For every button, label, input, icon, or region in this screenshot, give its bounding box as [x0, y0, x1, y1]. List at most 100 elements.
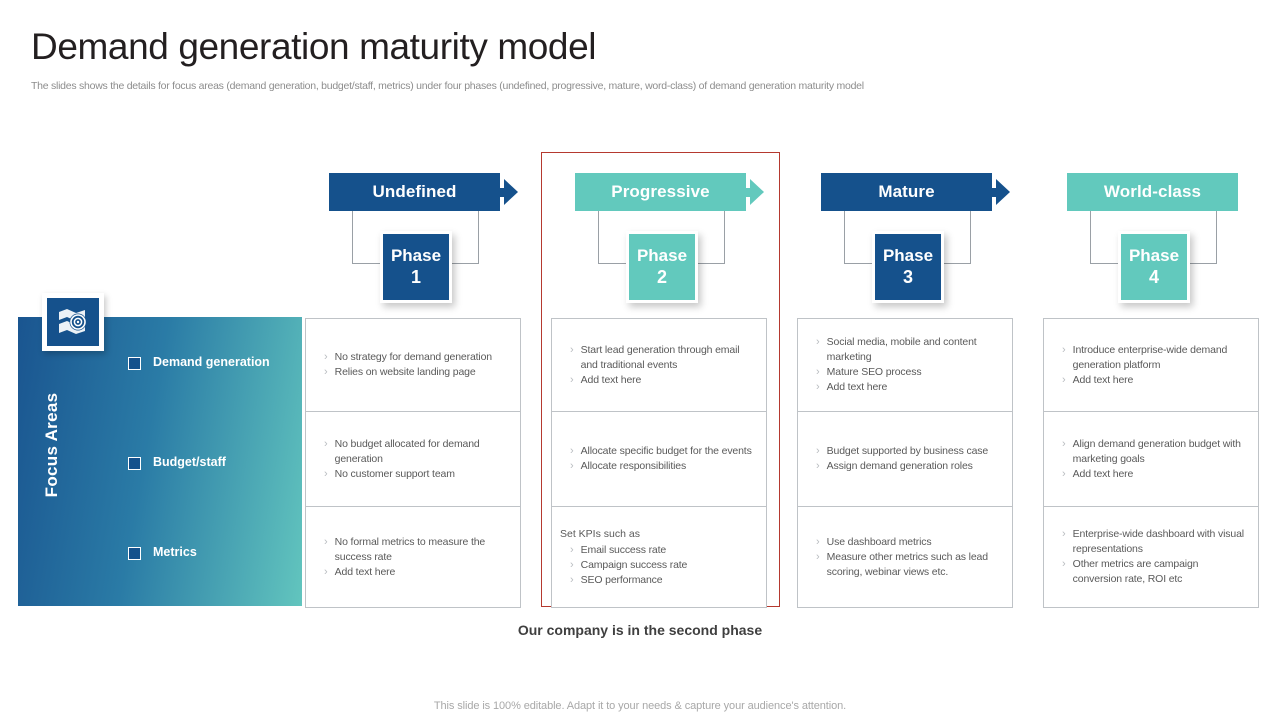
chevron-right-icon: ›: [816, 535, 820, 548]
focus-item-label: Metrics: [153, 545, 197, 559]
list-item: › Introduce enterprise-wide demand gener…: [1062, 343, 1250, 373]
cell-budget-staff: › Align demand generation budget with ma…: [1043, 412, 1259, 507]
focus-item-metrics[interactable]: Metrics: [128, 545, 197, 560]
chevron-right-icon: ›: [1062, 373, 1066, 386]
chevron-right-icon: ›: [324, 535, 328, 548]
page-subtitle: The slides shows the details for focus a…: [31, 80, 864, 92]
list-item: › Social media, mobile and content marke…: [816, 335, 1004, 365]
list-item: › Use dashboard metrics: [816, 535, 1004, 550]
chevron-right-icon: ›: [570, 445, 574, 457]
chevron-right-icon: ›: [570, 573, 574, 586]
phase-word: Phase: [1128, 246, 1180, 266]
cell-demand-generation: › Start lead generation through email an…: [551, 318, 767, 412]
list-item: › No customer support team: [324, 467, 512, 482]
list-item: › Other metrics are campaign conversion …: [1062, 557, 1250, 587]
cell-metrics: Set KPIs such as › Email success rate › …: [551, 507, 767, 608]
chevron-right-icon: ›: [570, 543, 574, 556]
cell-demand-generation: › Introduce enterprise-wide demand gener…: [1043, 318, 1259, 412]
list-item: › Enterprise-wide dashboard with visual …: [1062, 527, 1250, 557]
focus-item-demand-generation[interactable]: Demand generation: [128, 355, 270, 370]
phase-number-box: Phase 2: [626, 231, 698, 303]
chevron-right-icon: ›: [1062, 437, 1066, 450]
phase-column-3: Mature Phase 3 › Social media, mobile an…: [797, 0, 1043, 720]
chevron-right-icon: ›: [324, 565, 328, 578]
cell-budget-staff: › Budget supported by business case › As…: [797, 412, 1013, 507]
bullet-text: Budget supported by business case: [826, 445, 989, 457]
phase-header-wrap: Mature: [821, 173, 1010, 211]
phase-content-cells: › Introduce enterprise-wide demand gener…: [1043, 318, 1259, 608]
phase-number: 1: [410, 267, 421, 288]
list-item: › Allocate specific budget for the event…: [570, 444, 758, 459]
chevron-right-icon: ›: [816, 550, 820, 563]
bullet-text: Other metrics are campaign conversion ra…: [1072, 558, 1199, 585]
bullet-text: Relies on website landing page: [334, 366, 476, 378]
chevron-right-icon: ›: [1062, 343, 1066, 356]
phase-word: Phase: [636, 246, 688, 266]
bullet-list: › No strategy for demand generation › Re…: [314, 350, 512, 380]
phase-header-label: Mature: [878, 182, 935, 201]
bullet-text: No strategy for demand generation: [334, 351, 492, 363]
cell-budget-staff: › No budget allocated for demand generat…: [305, 412, 521, 507]
cell-metrics: › Use dashboard metrics › Measure other …: [797, 507, 1013, 608]
list-item: › Assign demand generation roles: [816, 459, 1004, 474]
cell-budget-staff: › Allocate specific budget for the event…: [551, 412, 767, 507]
phase-column-1: Undefined Phase 1 › No strategy for dema…: [305, 0, 551, 720]
bullet-list: › Allocate specific budget for the event…: [560, 444, 758, 474]
bullet-text: No formal metrics to measure the success…: [334, 535, 486, 563]
list-item: › Relies on website landing page: [324, 365, 512, 380]
list-item: › Add text here: [1062, 373, 1250, 388]
bullet-text: No budget allocated for demand generatio…: [334, 437, 480, 465]
bullet-text: Add text here: [826, 381, 888, 393]
list-item: › No strategy for demand generation: [324, 350, 512, 365]
phase-header-bar[interactable]: Progressive: [575, 173, 746, 211]
phase-header-bar[interactable]: World-class: [1067, 173, 1238, 211]
bullet-text: Add text here: [1072, 373, 1134, 386]
checkbox-icon: [128, 357, 141, 370]
cell-metrics: › No formal metrics to measure the succe…: [305, 507, 521, 608]
list-item: › Add text here: [816, 380, 1004, 395]
chevron-right-icon: ›: [324, 366, 328, 378]
phase-header-label: World-class: [1103, 182, 1202, 201]
bullet-list: › Budget supported by business case › As…: [806, 444, 1004, 474]
list-item: › No budget allocated for demand generat…: [324, 437, 512, 467]
bullet-text: Add text here: [580, 373, 642, 386]
bullet-text: Assign demand generation roles: [826, 460, 973, 472]
focus-areas-panel: Focus Areas Demand generation Budget/sta…: [18, 317, 302, 606]
bullet-text: No customer support team: [334, 467, 455, 480]
page-title: Demand generation maturity model: [31, 26, 597, 67]
phase-number: 2: [656, 267, 667, 288]
bullet-list: › No budget allocated for demand generat…: [314, 437, 512, 482]
bullet-list: › Enterprise-wide dashboard with visual …: [1052, 527, 1250, 587]
list-item: › Add text here: [570, 373, 758, 388]
bullet-text: Email success rate: [580, 543, 667, 556]
bullet-text: Add text here: [334, 565, 396, 578]
phase-header-label: Progressive: [611, 182, 710, 201]
chevron-right-icon: ›: [324, 351, 328, 363]
bullet-text: Social media, mobile and content marketi…: [826, 336, 977, 363]
chevron-right-icon: ›: [816, 460, 820, 472]
bullet-text: Allocate specific budget for the events: [580, 445, 752, 457]
bullet-text: Align demand generation budget with mark…: [1072, 437, 1241, 465]
chevron-right-icon: ›: [816, 366, 820, 378]
phase-content-cells: › Social media, mobile and content marke…: [797, 318, 1013, 608]
focus-item-budget-staff[interactable]: Budget/staff: [128, 455, 226, 470]
focus-areas-list: Demand generation Budget/staff Metrics: [128, 317, 303, 606]
bullet-text: Enterprise-wide dashboard with visual re…: [1072, 528, 1244, 555]
chevron-right-icon: ›: [1062, 467, 1066, 480]
bullet-text: SEO performance: [580, 573, 663, 586]
list-item: › No formal metrics to measure the succe…: [324, 535, 512, 565]
cell-demand-generation: › Social media, mobile and content marke…: [797, 318, 1013, 412]
bullet-text: Introduce enterprise-wide demand generat…: [1072, 343, 1228, 371]
bullet-list: › Introduce enterprise-wide demand gener…: [1052, 343, 1250, 388]
phase-header-label: Undefined: [372, 182, 457, 201]
chevron-right-icon: ›: [324, 467, 328, 480]
phase-content-cells: › Start lead generation through email an…: [551, 318, 767, 608]
phase-header-wrap: Progressive: [575, 173, 764, 211]
list-item: › Allocate responsibilities: [570, 459, 758, 474]
bullet-list: › Align demand generation budget with ma…: [1052, 437, 1250, 482]
phase-header-bar[interactable]: Undefined: [329, 173, 500, 211]
phase-header-bar[interactable]: Mature: [821, 173, 992, 211]
focus-item-label: Demand generation: [153, 355, 270, 369]
checkbox-icon: [128, 457, 141, 470]
bullet-text: Campaign success rate: [580, 558, 688, 571]
